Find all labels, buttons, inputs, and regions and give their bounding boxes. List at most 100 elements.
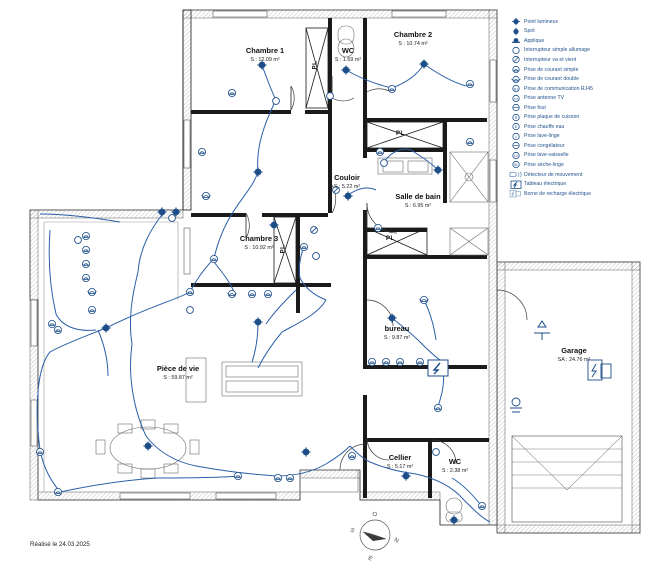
prise-four-icon (508, 103, 524, 112)
prise-chauffe-eau-icon: E (508, 122, 524, 131)
legend-label: Interrupteur va et vient (524, 56, 577, 63)
legend-label: Prise sèche-linge (524, 161, 564, 168)
svg-text:TV: TV (514, 97, 519, 101)
room-label: Chambre 3 S : 10.92 m² (211, 234, 307, 251)
closets (273, 27, 444, 284)
legend-label: Prise de courant simple (524, 66, 579, 73)
tableau-electrique-symbol (427, 359, 449, 377)
closet-label: PL (280, 244, 287, 254)
legend-item: Prise de courant double (508, 74, 648, 84)
legend-label: Prise four (524, 104, 547, 111)
legend-label: Point lumineux (524, 18, 559, 25)
prise-rj45-icon: RJ (508, 84, 524, 93)
legend-item: Point lumineux (508, 17, 648, 27)
house-walls (29, 9, 498, 526)
room-label: WC S : 1.69 m² (328, 46, 368, 63)
room-name: WC (341, 46, 355, 55)
wiring-network (36, 63, 491, 523)
tableau-electrique-icon (508, 180, 524, 189)
spot-icon (508, 27, 524, 36)
room-label: WC S : 2.38 m² (428, 457, 482, 474)
room-area: S : 9.87 m² (383, 334, 411, 341)
room-label: Cellier S : 5.17 m² (368, 453, 432, 470)
legend-label: Prise lave-linge (524, 133, 560, 140)
legend-item: L Prise lave-linge (508, 132, 648, 142)
room-label: Chambre 2 S : 10.74 m² (368, 30, 458, 47)
room-name: Chambre 3 (239, 234, 279, 243)
interrupteur-va-et-vient-icon (508, 55, 524, 64)
room-area: S : 5.17 m² (386, 463, 414, 470)
legend-label: Prise de communication RJ45 (524, 85, 594, 92)
legend-item: R Prise plaque de cuisson (508, 112, 648, 122)
legend-item: Interrupteur simple allumage (508, 46, 648, 56)
room-area: S : 1.69 m² (334, 56, 362, 63)
legend-label: Applique (524, 37, 545, 44)
legend-label: Spot (524, 28, 535, 35)
room-name: Salle de bain (395, 192, 441, 201)
legend-item: SL Prise sèche-linge (508, 160, 648, 170)
room-area: S : 12.09 m² (250, 56, 280, 63)
borne-recharge-icon (508, 189, 524, 198)
legend-panel: Point lumineux Spot Applique Interrupteu… (508, 17, 648, 198)
furniture (95, 25, 489, 523)
legend-item: TV Prise antenne TV (508, 93, 648, 103)
room-name: Chambre 2 (393, 30, 433, 39)
prise-seche-linge-icon: SL (508, 160, 524, 169)
door-swings (245, 76, 528, 471)
room-area: S : 10.74 m² (398, 40, 428, 47)
legend-item: Applique (508, 36, 648, 46)
legend-label: Prise antenne TV (524, 95, 565, 102)
room-name: Cellier (388, 453, 412, 462)
prise-lave-linge-icon: L (508, 132, 524, 141)
legend-item: Interrupteur va et vient (508, 55, 648, 65)
legend-label: Prise chauffe eau (524, 123, 565, 130)
legend-label: Prise de courant double (524, 76, 579, 83)
legend-item: Spot (508, 27, 648, 37)
closet-label: PL (312, 60, 319, 70)
plan-date-footer: Réalisé le 24.03.2025 (30, 541, 90, 548)
legend-item: Prise de courant simple (508, 65, 648, 75)
room-name: WC (448, 457, 462, 466)
legend-label: Prise congélateur (524, 142, 565, 149)
room-area: S : 5.22 m² (333, 183, 361, 190)
room-label: bureau S : 9.87 m² (357, 324, 437, 341)
room-area: S : 59.87 m² (163, 374, 193, 381)
room-name: Pièce de vie (156, 364, 200, 373)
closet-label: PL (396, 131, 405, 137)
room-name: Garage (561, 346, 587, 355)
detecteur-mouvement-icon (508, 170, 524, 179)
applique-icon (508, 36, 524, 45)
legend-label: Prise lave-vaisselle (524, 152, 569, 159)
room-label: Garage SA : 24.76 m² (528, 346, 620, 363)
room-label: Pièce de vie S : 59.87 m² (128, 364, 228, 381)
garage-structure (496, 261, 641, 534)
prise-plaque-icon: R (508, 113, 524, 122)
legend-item: Borne de recharge électrique (508, 189, 648, 199)
interior-walls (191, 18, 489, 498)
legend-item: RJ Prise de communication RJ45 (508, 84, 648, 94)
garage-symbols (510, 320, 612, 413)
room-area: S : 6.95 m² (404, 202, 432, 209)
svg-text:L: L (515, 135, 517, 139)
prise-lave-vaisselle-icon: LV (508, 151, 524, 160)
legend-item: Prise congélateur (508, 141, 648, 151)
legend-label: Borne de recharge électrique (524, 190, 592, 197)
legend-item: Tableau électrique (508, 179, 648, 189)
svg-text:R: R (515, 116, 518, 120)
point-lumineux-icon (508, 17, 524, 26)
room-name: Couloir (334, 173, 360, 182)
legend-item: Prise four (508, 103, 648, 113)
interrupteur-simple-icon (508, 46, 524, 55)
room-area: S : 2.38 m² (441, 467, 469, 474)
legend-label: Prise plaque de cuisson (524, 114, 580, 121)
prise-double-icon (508, 75, 524, 84)
closet-label: PL (386, 236, 395, 242)
compass-rose (359, 519, 391, 551)
legend-item: LV Prise lave-vaisselle (508, 151, 648, 161)
legend-item: Détecteur de mouvement (508, 170, 648, 180)
room-name: Chambre 1 (245, 46, 285, 55)
room-label: Chambre 1 S : 12.09 m² (215, 46, 315, 63)
svg-text:SL: SL (514, 164, 518, 168)
